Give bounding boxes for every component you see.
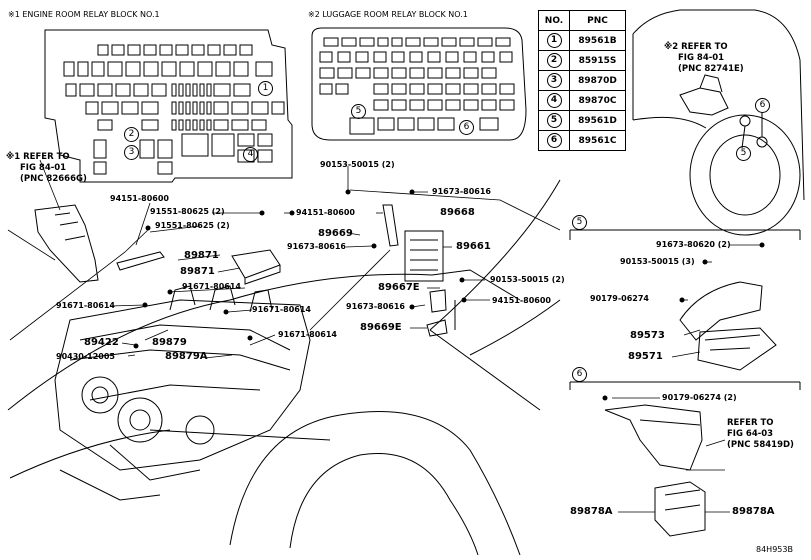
bracket-89667E xyxy=(429,289,447,313)
part-91673-80620: 91673-80620 (2) xyxy=(656,240,731,249)
refer1-line1: ※1 REFER TO xyxy=(6,152,70,162)
part-89878A-b: 89878A xyxy=(732,506,775,517)
part-89879A: 89879A xyxy=(165,351,208,362)
engine-sketch xyxy=(54,285,311,501)
part-90179-06274-b: 90179-06274 (2) xyxy=(662,393,737,402)
part-91673-80616-b: 91673-80616 xyxy=(287,242,346,251)
row-pnc: 85915S xyxy=(569,50,626,71)
row-number: 5 xyxy=(546,113,562,128)
part-91551-80625-a: 91551-80625 (2) xyxy=(150,207,225,216)
row-pnc: 89870D xyxy=(569,70,626,91)
table-row: 2 85915S xyxy=(538,50,626,71)
part-89667E: 89667E xyxy=(378,282,420,293)
refer2-line3: (PNC 82741E) xyxy=(678,64,744,74)
block-callout-4: 4 xyxy=(243,147,258,162)
engine-relay-block xyxy=(44,29,293,183)
refer3-line2: FIG 64-03 xyxy=(727,429,774,439)
table-row: 1 89561B xyxy=(538,30,626,51)
part-89668: 89668 xyxy=(440,207,475,218)
part-91551-80625-b: 91551-80625 (2) xyxy=(155,221,230,230)
ecu-89661 xyxy=(404,230,444,282)
block-callout-3: 3 xyxy=(124,145,139,160)
figure-code: 84H953B xyxy=(756,545,793,554)
part-89878A-a: 89878A xyxy=(570,506,613,517)
section6-assembly xyxy=(569,381,801,537)
part-89422: 89422 xyxy=(84,337,119,348)
part-89573: 89573 xyxy=(630,330,665,341)
part-90179-06274-a: 90179-06274 xyxy=(590,294,649,303)
table-row: 3 89870D xyxy=(538,70,626,91)
row-pnc: 89561C xyxy=(569,130,626,151)
block-callout-5: 5 xyxy=(351,104,366,119)
block-callout-2: 2 xyxy=(124,127,139,142)
part-91673-80616-c: 91673-80616 xyxy=(346,302,405,311)
row-number: 6 xyxy=(546,133,562,148)
part-89879: 89879 xyxy=(152,337,187,348)
bolt-markers xyxy=(133,189,765,401)
part-89669: 89669 xyxy=(318,228,353,239)
part-91673-80616-a: 91673-80616 xyxy=(432,187,491,196)
part-89669E: 89669E xyxy=(360,322,402,333)
refer3-line1: REFER TO xyxy=(727,418,774,428)
table-header-no: NO. xyxy=(538,10,570,31)
part-89871-a: 89871 xyxy=(184,250,219,261)
row-pnc: 89561D xyxy=(569,110,626,131)
table-row: 4 89870C xyxy=(538,90,626,111)
section5-assembly xyxy=(569,229,801,371)
refer1-line2: FIG 84-01 xyxy=(20,163,67,173)
luggage-block-header: ※2 LUGGAGE ROOM RELAY BLOCK NO.1 xyxy=(308,10,468,19)
part-89661: 89661 xyxy=(456,241,491,252)
bracket-89669E xyxy=(426,319,448,337)
block-callout-6: 6 xyxy=(459,120,474,135)
row-number: 3 xyxy=(546,73,562,88)
part-91671-80614-a: 91671-80614 xyxy=(182,282,241,291)
part-91671-80614-b: 91671-80614 xyxy=(56,301,115,310)
luggage-relay-block xyxy=(311,27,527,141)
car-rear-view xyxy=(632,9,805,236)
table-row: 6 89561C xyxy=(538,130,626,151)
refer1-line3: (PNC 82666G) xyxy=(20,174,87,184)
block-callout-1: 1 xyxy=(258,81,273,96)
refer2-line1: ※2 REFER TO xyxy=(664,42,728,52)
part-91671-80614-c: 91671-80614 xyxy=(252,305,311,314)
row-pnc: 89561B xyxy=(569,30,626,51)
section-6-marker: 6 xyxy=(572,367,587,382)
bracket-89668 xyxy=(382,204,399,247)
part-89571: 89571 xyxy=(628,351,663,362)
part-90153-50015-c: 90153-50015 (3) xyxy=(620,257,695,266)
row-number: 4 xyxy=(546,93,562,108)
table-header-pnc: PNC xyxy=(569,10,626,31)
part-94151-80600-a: 94151-80600 xyxy=(110,194,169,203)
left-bracket xyxy=(34,204,99,283)
row-number: 2 xyxy=(546,53,562,68)
table-row: 5 89561D xyxy=(538,110,626,131)
part-90430-12005: 90430-12005 xyxy=(56,352,115,361)
sensor-89871 xyxy=(116,251,165,271)
car-callout-5: 5 xyxy=(736,146,751,161)
car-callout-6: 6 xyxy=(755,98,770,113)
row-number: 1 xyxy=(546,33,562,48)
part-89871-b: 89871 xyxy=(180,266,215,277)
ecu-89871 xyxy=(231,249,281,285)
row-pnc: 89870C xyxy=(569,90,626,111)
part-94151-80600-c: 94151-80600 xyxy=(492,296,551,305)
part-91671-80614-d: 91671-80614 xyxy=(278,330,337,339)
section-5-marker: 5 xyxy=(572,215,587,230)
refer2-line2: FIG 84-01 xyxy=(678,53,725,63)
refer3-line3: (PNC 58419D) xyxy=(727,440,794,450)
car-body-outline xyxy=(7,179,561,556)
part-94151-80600-b: 94151-80600 xyxy=(296,208,355,217)
pnc-table: NO.PNC 1 89561B 2 85915S 3 89870D 4 89870C 5… xyxy=(538,10,626,151)
engine-block-header: ※1 ENGINE ROOM RELAY BLOCK NO.1 xyxy=(8,10,160,19)
part-90153-50015-b: 90153-50015 (2) xyxy=(490,275,565,284)
part-90153-50015-a: 90153-50015 (2) xyxy=(320,160,395,169)
